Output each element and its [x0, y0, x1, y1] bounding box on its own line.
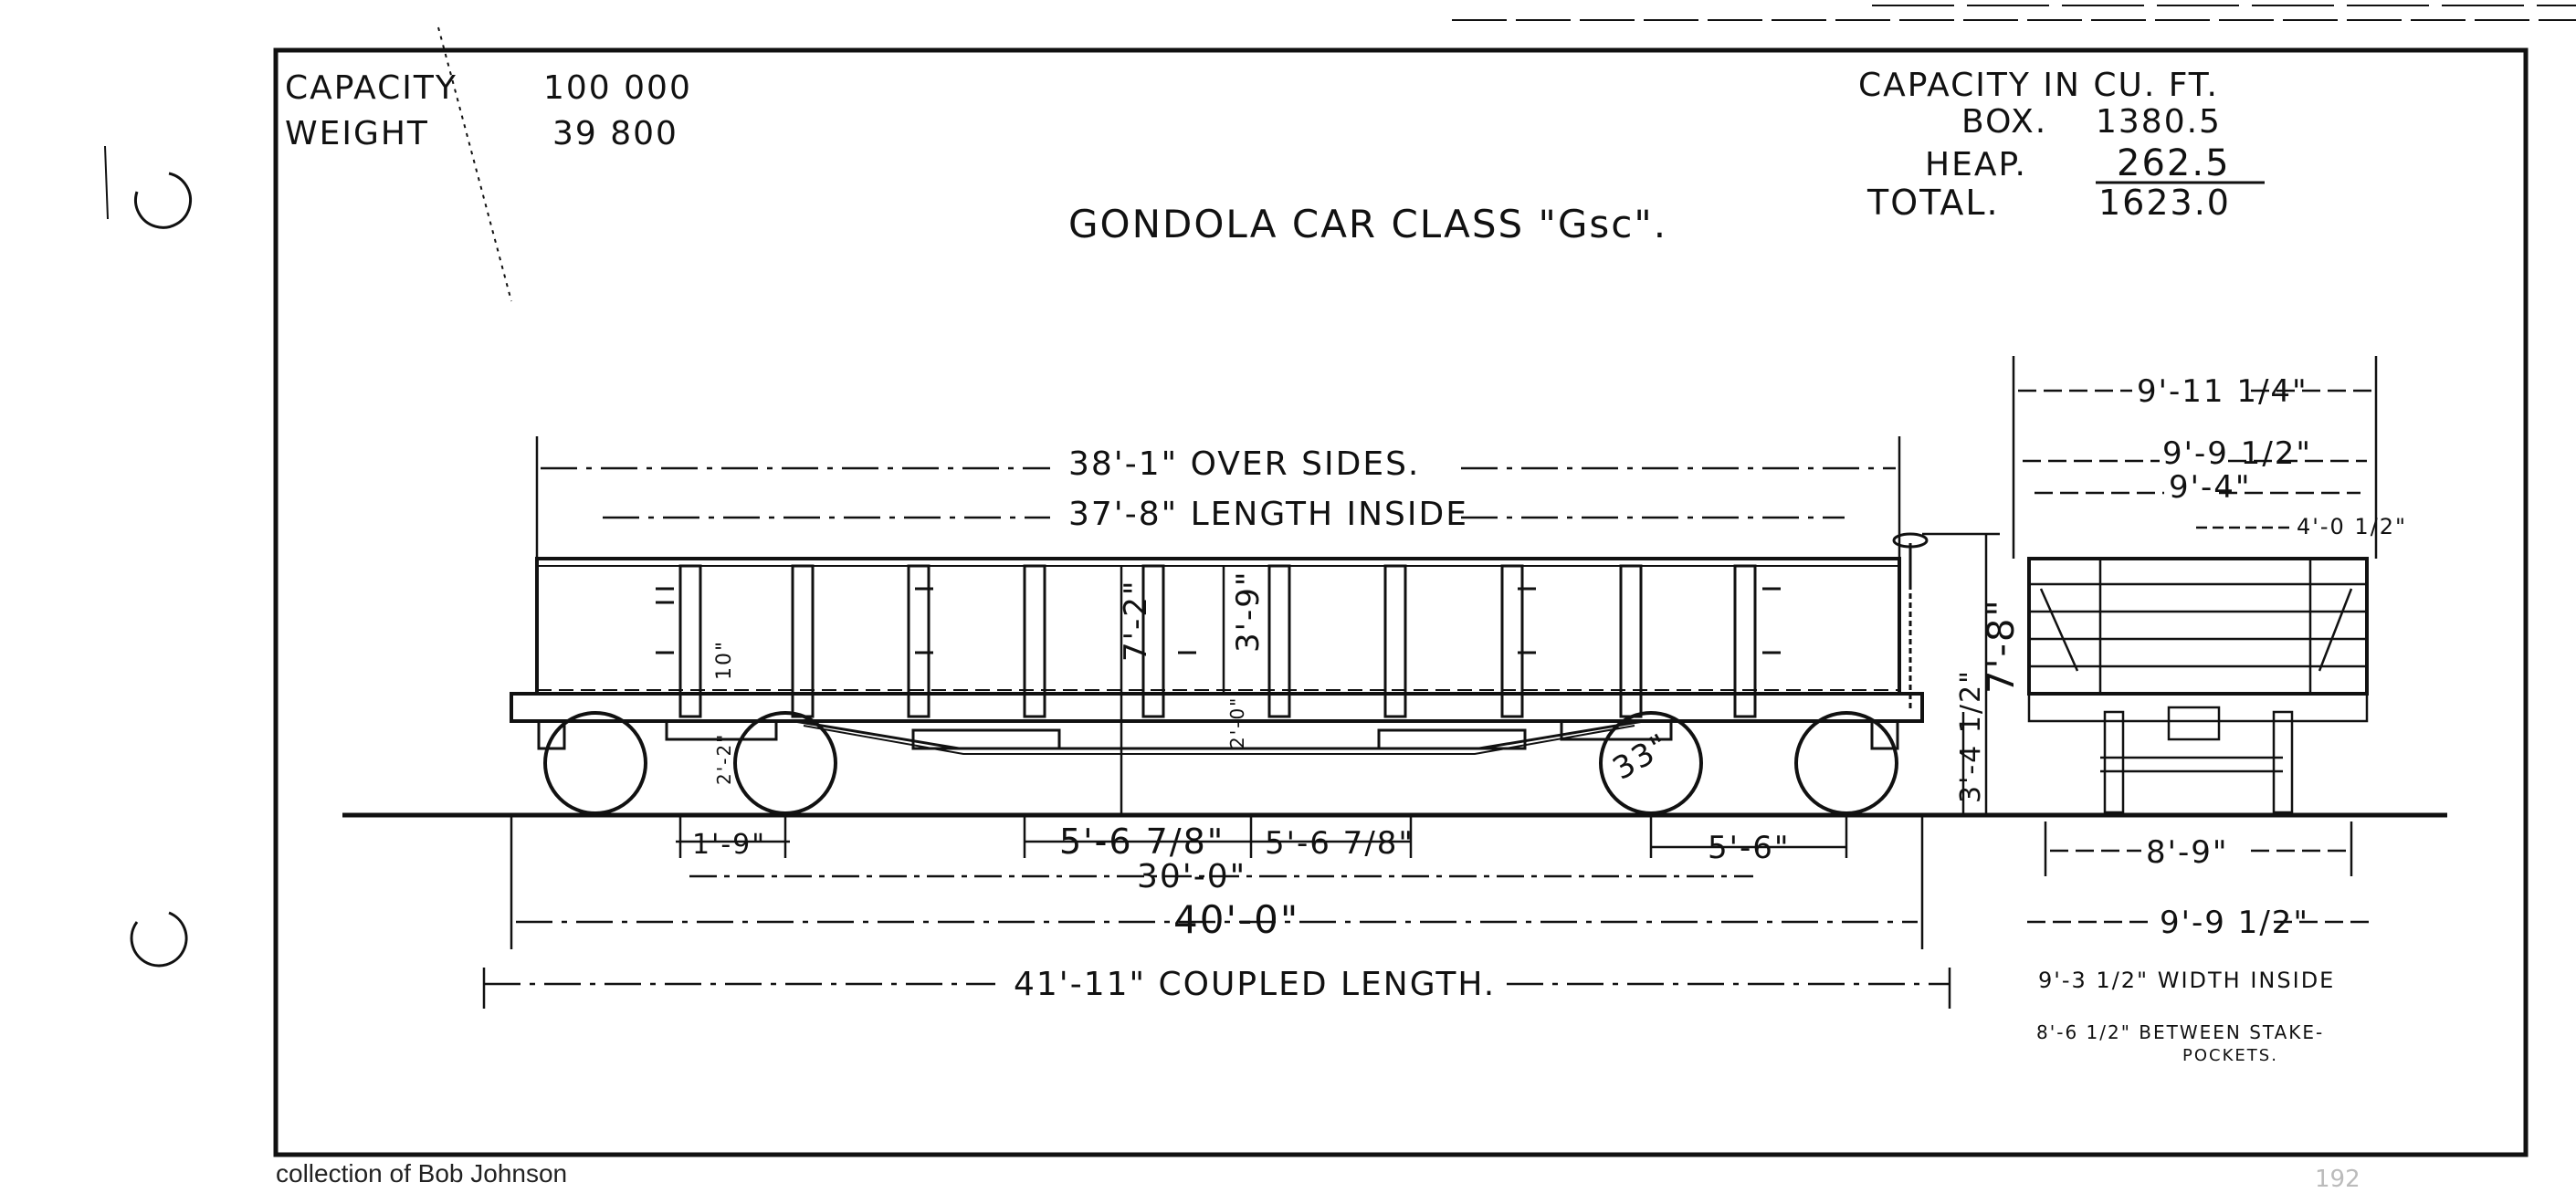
span-right-dim: 5'-6 7/8"	[1265, 825, 1414, 862]
end-width-4-0: 4'-0 1/2"	[2297, 514, 2407, 539]
collection-caption: collection of Bob Johnson	[276, 1159, 568, 1188]
weight-value: 39 800	[552, 115, 678, 152]
between-stake-note: 8'-6 1/2" BETWEEN STAKE-	[2036, 1021, 2324, 1043]
end-width-9-9: 9'-9 1/2"	[2162, 435, 2312, 472]
total-value: 1623.0	[2098, 183, 2231, 223]
trucks	[537, 711, 1899, 815]
wheel	[543, 711, 647, 815]
over-sides-dim: 38'-1" OVER SIDES.	[1068, 445, 1420, 483]
span-left-dim: 5'-6 7/8"	[1059, 821, 1225, 862]
side-view: 38'-1" OVER SIDES. 37'-8" LENGTH INSIDE …	[482, 436, 2023, 1009]
weight-label: WEIGHT	[285, 115, 429, 152]
wheel	[1794, 711, 1898, 815]
heap-value: 262.5	[2117, 142, 2231, 184]
box-value: 1380.5	[2096, 103, 2222, 141]
length-inside-dim: 37'-8" LENGTH INSIDE	[1068, 496, 1468, 533]
end-dimensions	[2012, 356, 2378, 924]
wheel-diameter-dim: 33"	[1607, 727, 1677, 788]
side-height-dim: 3'-9"	[1230, 570, 1267, 653]
car-height-dim: 7'-8"	[1981, 598, 2023, 694]
coupled-length-dim: 41'-11" COUPLED LENGTH.	[1014, 966, 1496, 1003]
end-width-9-9-b: 9'-9 1/2"	[2160, 905, 2309, 941]
binder-holes	[104, 5, 2576, 968]
drawing-border	[273, 47, 2529, 1157]
header-block: CAPACITY 100 000 WEIGHT 39 800 GONDOLA C…	[285, 67, 2265, 246]
capacity-label: CAPACITY	[285, 69, 457, 107]
end-body	[2027, 557, 2369, 696]
body-height-dim: 7'-2"	[1118, 579, 1154, 662]
box-label: BOX.	[1961, 103, 2047, 141]
side-sill	[510, 692, 1924, 723]
end-width-9-4: 9'-4"	[2169, 469, 2252, 506]
cuft-title: CAPACITY IN CU. FT.	[1858, 67, 2219, 104]
end-width-8-9: 8'-9"	[2146, 834, 2229, 871]
dim-2-2: 2'-2"	[713, 733, 735, 785]
end-width-9-11: 9'-11 1/4"	[2137, 373, 2308, 410]
truck-5-6-dim: 5'-6"	[1708, 830, 1791, 866]
side-dimensions	[482, 436, 2000, 1009]
deck-height-dim: 3'-4 1/2"	[1955, 669, 1987, 803]
truck-1-9-dim: 1'-9"	[692, 829, 766, 861]
heap-label: HEAP.	[1925, 146, 2027, 183]
wheel	[1599, 711, 1703, 815]
width-inside-note: 9'-3 1/2" WIDTH INSIDE	[2038, 968, 2335, 993]
fishbelly-sill	[794, 719, 1645, 750]
total-label: TOTAL.	[1866, 183, 2000, 223]
dim-2-0: 2'-0"	[1226, 696, 1248, 748]
page-mark: 192	[2315, 1166, 2360, 1193]
over-sills-dim: 40'-0"	[1173, 897, 1299, 942]
brake-wheel	[1892, 532, 1929, 712]
end-view: 9'-11 1/4" 9'-9 1/2" 9'-4" 4'-0 1/2" 8'-…	[2012, 356, 2407, 1065]
pockets-note: POCKETS.	[2182, 1046, 2278, 1065]
capacity-value: 100 000	[543, 69, 692, 107]
dim-10: 10"	[713, 640, 736, 680]
truck-centers-dim: 30'-0"	[1137, 858, 1246, 895]
car-body	[535, 557, 1901, 696]
drawing-title: GONDOLA CAR CLASS "Gsc".	[1068, 202, 1667, 246]
wheel	[733, 711, 837, 815]
